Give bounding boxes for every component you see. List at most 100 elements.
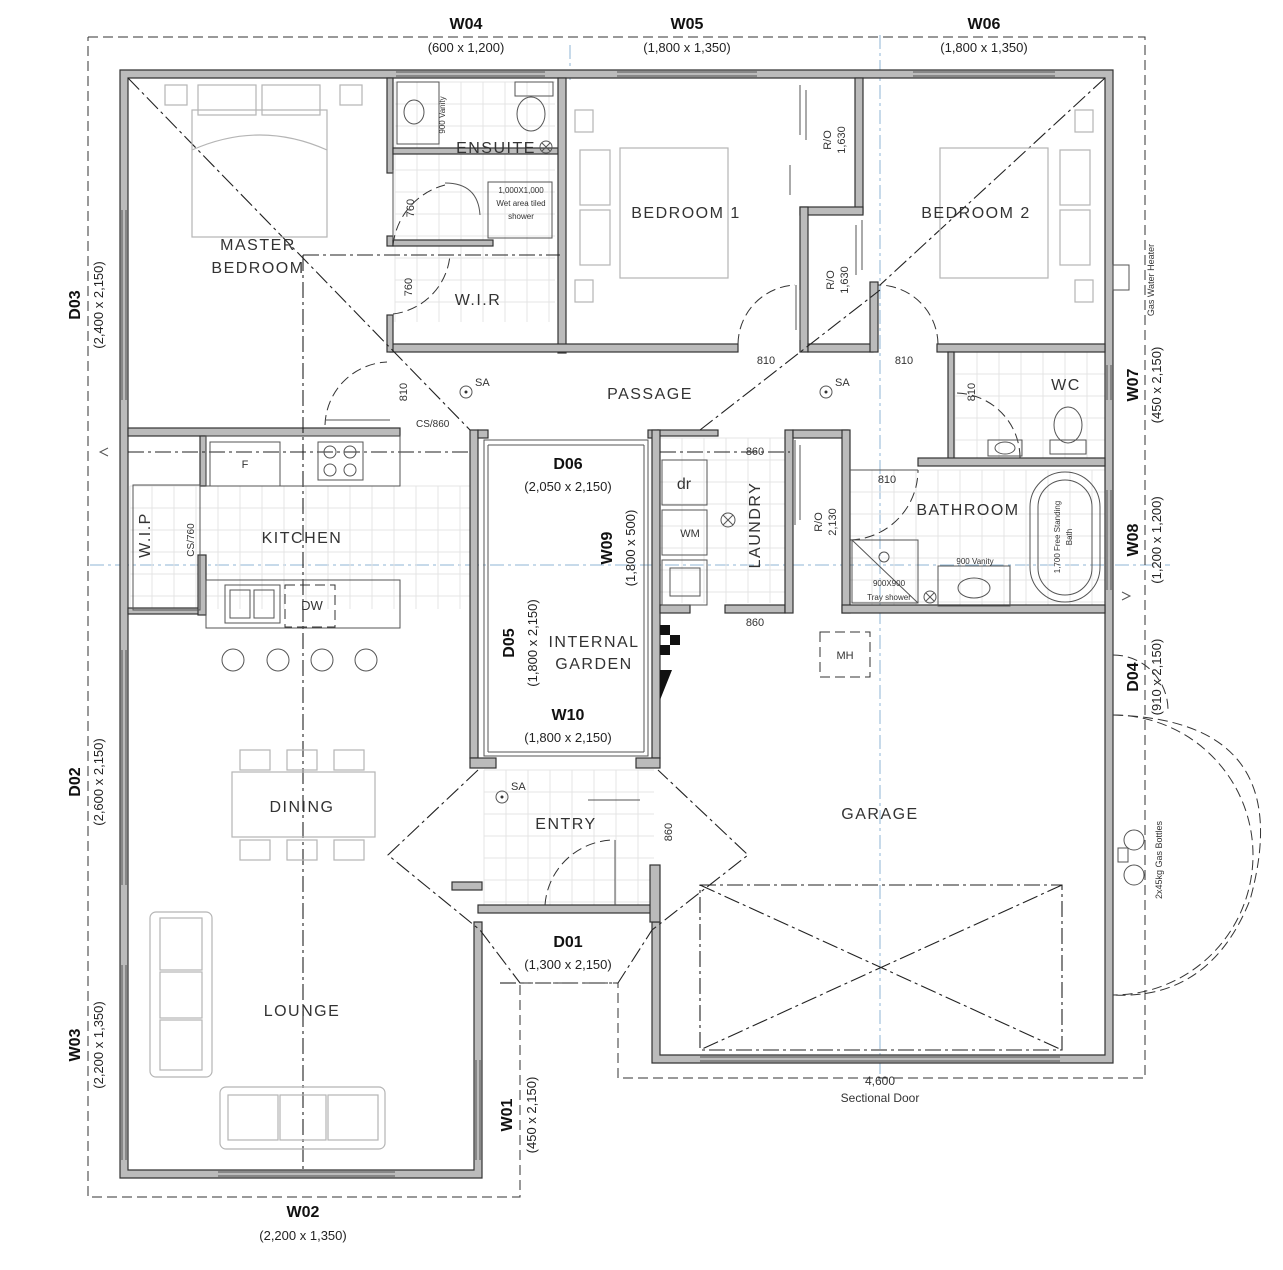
kitchen-fixtures <box>132 435 401 672</box>
room-dining: DINING <box>270 799 335 816</box>
opening-code-w09: W09 <box>599 531 616 564</box>
label-ensuite-shower-3: shower <box>508 212 534 221</box>
label-dryer: dr <box>677 476 692 493</box>
room-wir: W.I.R <box>455 292 502 309</box>
master-bed <box>164 84 363 238</box>
room-lounge: LOUNGE <box>264 1003 341 1020</box>
section-arrows <box>98 447 1132 601</box>
opening-code-d03: D03 <box>67 290 84 319</box>
opening-code-w03: W03 <box>67 1028 84 1061</box>
smoke-alarm-label-2: SA <box>835 377 850 389</box>
room-wip: W.I.P <box>137 512 154 558</box>
laundry-fixtures <box>661 440 801 606</box>
opening-code-w05: W05 <box>671 16 704 33</box>
robe-laundry-label: R/O <box>813 512 825 532</box>
opening-code-d04: D04 <box>1125 662 1142 691</box>
opening-code-w06: W06 <box>968 16 1001 33</box>
room-bedroom2: BEDROOM 2 <box>921 205 1031 222</box>
opening-code-w01: W01 <box>499 1098 516 1131</box>
opening-size-d04: (910 x 2,150) <box>1149 639 1164 716</box>
room-bathroom: BATHROOM <box>916 502 1019 519</box>
room-wc: WC <box>1051 377 1081 394</box>
label-manhole: MH <box>836 650 853 662</box>
room-entry: ENTRY <box>535 816 596 833</box>
door-width-860-entry: 860 <box>663 823 675 841</box>
opening-size-w02: (2,200 x 1,350) <box>259 1228 346 1243</box>
robe-b2-label: R/O <box>825 270 837 290</box>
door-width-810-bathroom: 810 <box>878 474 896 486</box>
label-bath-shower-1: 900X900 <box>873 579 906 588</box>
label-bath-2: Bath <box>1065 529 1074 545</box>
gas-equipment <box>1112 264 1145 886</box>
label-garage-door-type: Sectional Door <box>841 1091 920 1105</box>
room-master-line1: MASTER <box>220 237 296 254</box>
opening-code-d05: D05 <box>501 628 518 657</box>
room-ensuite: ENSUITE <box>456 140 536 157</box>
label-bath-shower-2: Tray shower <box>867 593 911 602</box>
opening-size-w01: (450 x 2,150) <box>524 1077 539 1154</box>
door-width-810-master: 810 <box>398 383 410 401</box>
room-laundry: LAUNDRY <box>747 482 764 569</box>
bedroom2-bed <box>939 109 1094 303</box>
robe-b1-size: 1,630 <box>836 126 848 154</box>
opening-code-d01: D01 <box>553 934 582 951</box>
label-ensuite-vanity: 900 Vanity <box>438 96 447 133</box>
door-swings <box>324 170 1262 996</box>
smoke-alarms <box>459 385 833 804</box>
wc-fixtures <box>987 406 1087 457</box>
opening-size-w05: (1,800 x 1,350) <box>643 40 730 55</box>
opening-size-w08: (1,200 x 1,200) <box>1149 496 1164 583</box>
label-ensuite-shower-2: Wet area tiled <box>496 199 545 208</box>
label-cs860: CS/860 <box>416 419 450 430</box>
robe-b1-label: R/O <box>822 130 834 150</box>
room-bedroom1: BEDROOM 1 <box>631 205 741 222</box>
dining-table <box>231 749 376 861</box>
door-width-760-ensuite: 760 <box>405 199 417 217</box>
robe-b2-size: 1,630 <box>839 266 851 294</box>
internal-garden-glazing <box>483 439 649 757</box>
robe-lines <box>789 85 863 340</box>
label-dishwasher: DW <box>301 598 323 613</box>
lounge-sofas <box>149 911 386 1150</box>
label-fridge: F <box>242 459 249 471</box>
room-master-line2: BEDROOM <box>211 260 304 277</box>
label-bathroom-vanity: 900 Vanity <box>956 557 993 566</box>
window-frames <box>121 71 1112 1177</box>
opening-size-w03: (2,200 x 1,350) <box>91 1001 106 1088</box>
door-width-860-laundry-top: 860 <box>746 446 764 458</box>
garden-markers <box>660 625 680 700</box>
opening-size-d01: (1,300 x 2,150) <box>524 957 611 972</box>
room-kitchen: KITCHEN <box>262 530 343 547</box>
door-width-810-bedroom2: 810 <box>895 355 913 367</box>
smoke-alarm-label-1: SA <box>475 377 490 389</box>
door-width-860-laundry-bottom: 860 <box>746 617 764 629</box>
label-gas-bottles: 2x45kg Gas Bottles <box>1154 820 1164 899</box>
opening-size-w09: (1,800 x 500) <box>623 510 638 587</box>
manhole <box>819 631 871 678</box>
bathroom-fixtures <box>851 471 1101 607</box>
opening-code-w10: W10 <box>552 707 585 724</box>
opening-code-w02: W02 <box>287 1204 320 1221</box>
door-width-810-bedroom1: 810 <box>757 355 775 367</box>
label-cs760: CS/760 <box>186 523 197 557</box>
label-washing-machine: WM <box>680 528 700 540</box>
robe-laundry-size: 2,130 <box>827 508 839 536</box>
room-internal-garden-line1: INTERNAL <box>548 634 639 651</box>
opening-code-d02: D02 <box>67 767 84 796</box>
label-garage-door-width: 4,600 <box>865 1074 895 1088</box>
opening-size-w04: (600 x 1,200) <box>428 40 505 55</box>
room-garage: GARAGE <box>841 806 918 823</box>
label-ensuite-shower-1: 1,000X1,000 <box>498 186 544 195</box>
label-bath-1: 1,700 Free Standing <box>1053 501 1062 574</box>
opening-code-d06: D06 <box>553 456 582 473</box>
label-gas-water-heater: Gas Water Heater <box>1146 244 1156 316</box>
opening-code-w08: W08 <box>1125 523 1142 556</box>
opening-size-w10: (1,800 x 2,150) <box>524 730 611 745</box>
opening-code-w07: W07 <box>1125 368 1142 401</box>
opening-code-w04: W04 <box>450 16 483 33</box>
door-width-810-wc: 810 <box>966 383 978 401</box>
opening-size-d05: (1,800 x 2,150) <box>525 599 540 686</box>
room-internal-garden-line2: GARDEN <box>555 656 632 673</box>
opening-size-d06: (2,050 x 2,150) <box>524 479 611 494</box>
